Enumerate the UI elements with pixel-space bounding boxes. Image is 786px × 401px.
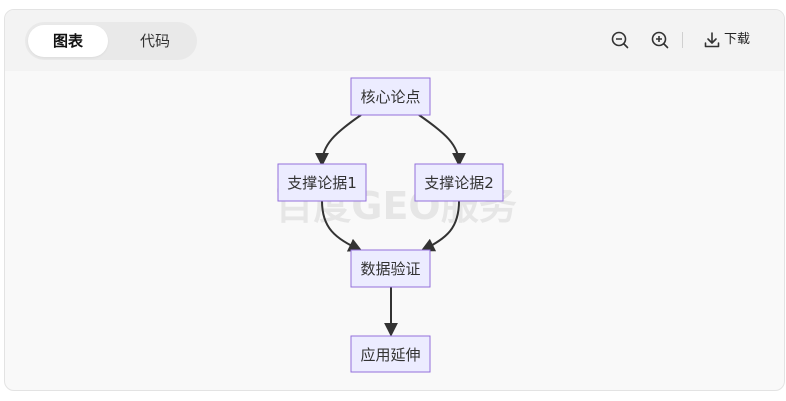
- tab-code[interactable]: 代码: [139, 32, 170, 50]
- node-core-label: 核心论点: [360, 88, 420, 106]
- node-support1: 支撑论据1: [277, 163, 367, 202]
- node-verify-label: 数据验证: [360, 260, 420, 278]
- zoom-in-button[interactable]: [650, 30, 670, 50]
- toolbar-divider: [682, 32, 683, 48]
- diagram-toolbar: 图表 代码 下载: [5, 10, 784, 71]
- node-verify: 数据验证: [350, 249, 431, 288]
- zoom-out-icon: [611, 31, 629, 49]
- download-icon: [704, 32, 720, 48]
- edge-support1-to-verify: [321, 200, 363, 252]
- node-apply-label: 应用延伸: [360, 346, 420, 364]
- download-label: 下载: [724, 32, 751, 47]
- zoom-in-icon: [651, 31, 669, 49]
- zoom-out-button[interactable]: [610, 30, 630, 50]
- node-support2: 支撑论据2: [414, 163, 504, 202]
- node-support1-label: 支撑论据1: [287, 174, 357, 192]
- edge-core-to-support1: [315, 114, 362, 167]
- edge-core-to-support2: [418, 114, 466, 167]
- flowchart: 百度GEO服务 核心论点 支撑论据1 支撑论据2 数据验证 应用延伸: [275, 77, 517, 373]
- diagram-card: 图表 代码 下载: [4, 9, 785, 391]
- view-toggle: 图表 代码: [25, 22, 197, 60]
- node-core: 核心论点: [350, 77, 431, 116]
- edge-support2-to-verify: [420, 200, 460, 252]
- download-button[interactable]: 下载: [703, 29, 750, 51]
- node-apply: 应用延伸: [350, 335, 431, 373]
- node-support2-label: 支撑论据2: [424, 174, 494, 192]
- tab-chart[interactable]: 图表: [28, 25, 108, 57]
